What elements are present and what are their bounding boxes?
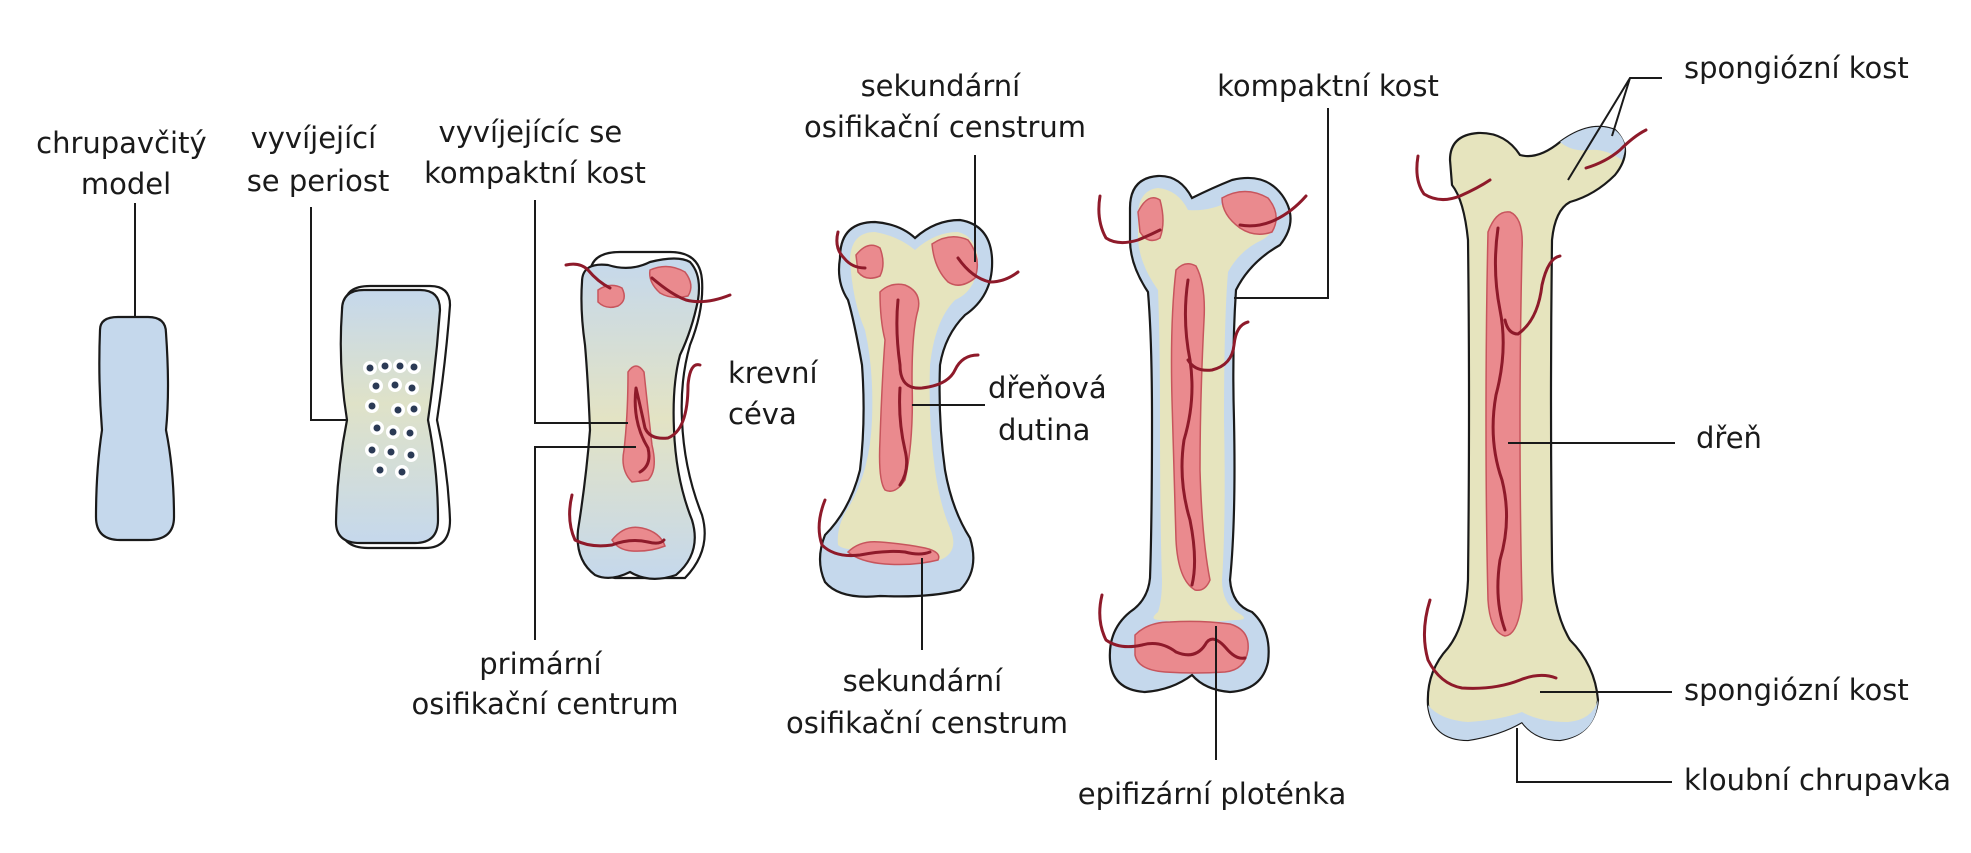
stage-3-blood-vessel-top (564, 262, 732, 304)
stage-4-secondary-center-top-right (931, 236, 979, 286)
leader-lines (134, 77, 1675, 783)
leader-compact-bone (1234, 108, 1329, 299)
label-spongy-bone-top: spongiózní kost (1684, 51, 1909, 85)
chondrocyte-cell (403, 426, 417, 440)
stage-6-mature-bone (1415, 125, 1648, 742)
chondrocyte-cluster (363, 359, 421, 479)
label-developing-periosteum: vyvíjející se periost (247, 121, 390, 198)
stage-4-blood-vessel-bottom (817, 498, 932, 557)
chondrocyte-cell (407, 402, 421, 416)
label-marrow: dřeň (1696, 421, 1762, 455)
chondrocyte-cell (363, 361, 377, 375)
stage-5-blood-vessel-top (1097, 194, 1308, 245)
stage-3-primary-ossification (564, 250, 732, 580)
chondrocyte-cell (365, 399, 379, 413)
chondrocyte-cell (365, 443, 379, 457)
leader-developing-compact-bone (534, 200, 628, 424)
stage-6-blood-vessel-middle (1491, 226, 1562, 632)
chondrocyte-cell (391, 403, 405, 417)
stage-6-bone-shape (1426, 125, 1627, 742)
stage-5-medullary-cavity (1170, 263, 1211, 592)
stage-2-developing-periosteum (334, 284, 452, 550)
chondrocyte-cell (378, 359, 392, 373)
leader-primary-ossification-center (534, 446, 636, 640)
stage-5-secondary-center-bottom (1134, 620, 1249, 674)
stage-4-secondary-center-top-left (855, 244, 884, 279)
stage-4-secondary-ossification (817, 218, 1020, 598)
stage-5-epiphyseal-plate (1097, 174, 1308, 694)
stage-4-blood-vessel-top (835, 230, 1020, 284)
leader-developing-periosteum (310, 207, 348, 421)
stage-4-secondary-center-bottom (846, 540, 940, 566)
stage-6-blood-vessel-top (1415, 128, 1648, 201)
stage-5-blood-vessel-middle (1180, 278, 1250, 587)
label-compact-bone: kompaktní kost (1217, 69, 1439, 103)
stage-3-blood-vessel-middle (633, 363, 702, 474)
chondrocyte-cell (395, 465, 409, 479)
stage-3-blood-vessel-bottom (568, 493, 666, 548)
label-blood-vessel: krevní céva (728, 356, 827, 431)
chondrocyte-cell (393, 359, 407, 373)
label-cartilage-model: chrupavčitý model (36, 126, 216, 201)
chondrocyte-cell (404, 448, 418, 462)
periosteum-inner-shape (334, 288, 442, 545)
label-developing-compact-bone: vyvíjejícíc se kompaktní kost (424, 115, 646, 190)
stage-3-epiphysis-marrow-top (597, 284, 625, 309)
chondrocyte-cell (384, 445, 398, 459)
label-articular-cartilage: kloubní chrupavka (1684, 763, 1951, 797)
stage-5-blood-vessel-bottom (1098, 593, 1247, 660)
label-secondary-center-top: sekundární osifikační censtrum (804, 69, 1086, 144)
stage-3-epiphysis-marrow-right (648, 265, 692, 299)
label-epiphyseal-plate: epifizární ploténka (1078, 777, 1347, 811)
leader-spongy-bone-top (1567, 77, 1662, 181)
stage-6-blood-vessel-bottom (1423, 598, 1558, 690)
chondrocyte-cell (386, 425, 400, 439)
stage-6-articular-cartilage-bottom (1428, 700, 1598, 740)
stage-5-secondary-center-top-left (1137, 197, 1164, 242)
stage-5-bone-fill (1138, 188, 1276, 622)
label-secondary-center-bottom: sekundární osifikační censtrum (786, 664, 1068, 740)
chondrocyte-cell (388, 378, 402, 392)
label-medullary-cavity: dřeňová dutina (988, 371, 1116, 447)
label-primary-ossification-center: primární osifikační centrum (412, 647, 679, 721)
stage-4-blood-vessel-middle (895, 298, 980, 487)
chondrocyte-cell (370, 421, 384, 435)
chondrocyte-cell (407, 360, 421, 374)
leader-articular-cartilage (1516, 728, 1672, 783)
cartilage-model-shape (94, 315, 176, 542)
chondrocyte-cell (373, 463, 387, 477)
stage-1-cartilage-model (94, 315, 176, 542)
labels: chrupavčitý model vyvíjející se periost … (36, 51, 1951, 811)
stage-6-articular-cartilage-top (1560, 126, 1625, 160)
chondrocyte-cell (405, 381, 419, 395)
label-spongy-bone-bottom: spongiózní kost (1684, 673, 1909, 707)
chondrocyte-cell (369, 379, 383, 393)
stage-6-marrow (1485, 211, 1523, 637)
